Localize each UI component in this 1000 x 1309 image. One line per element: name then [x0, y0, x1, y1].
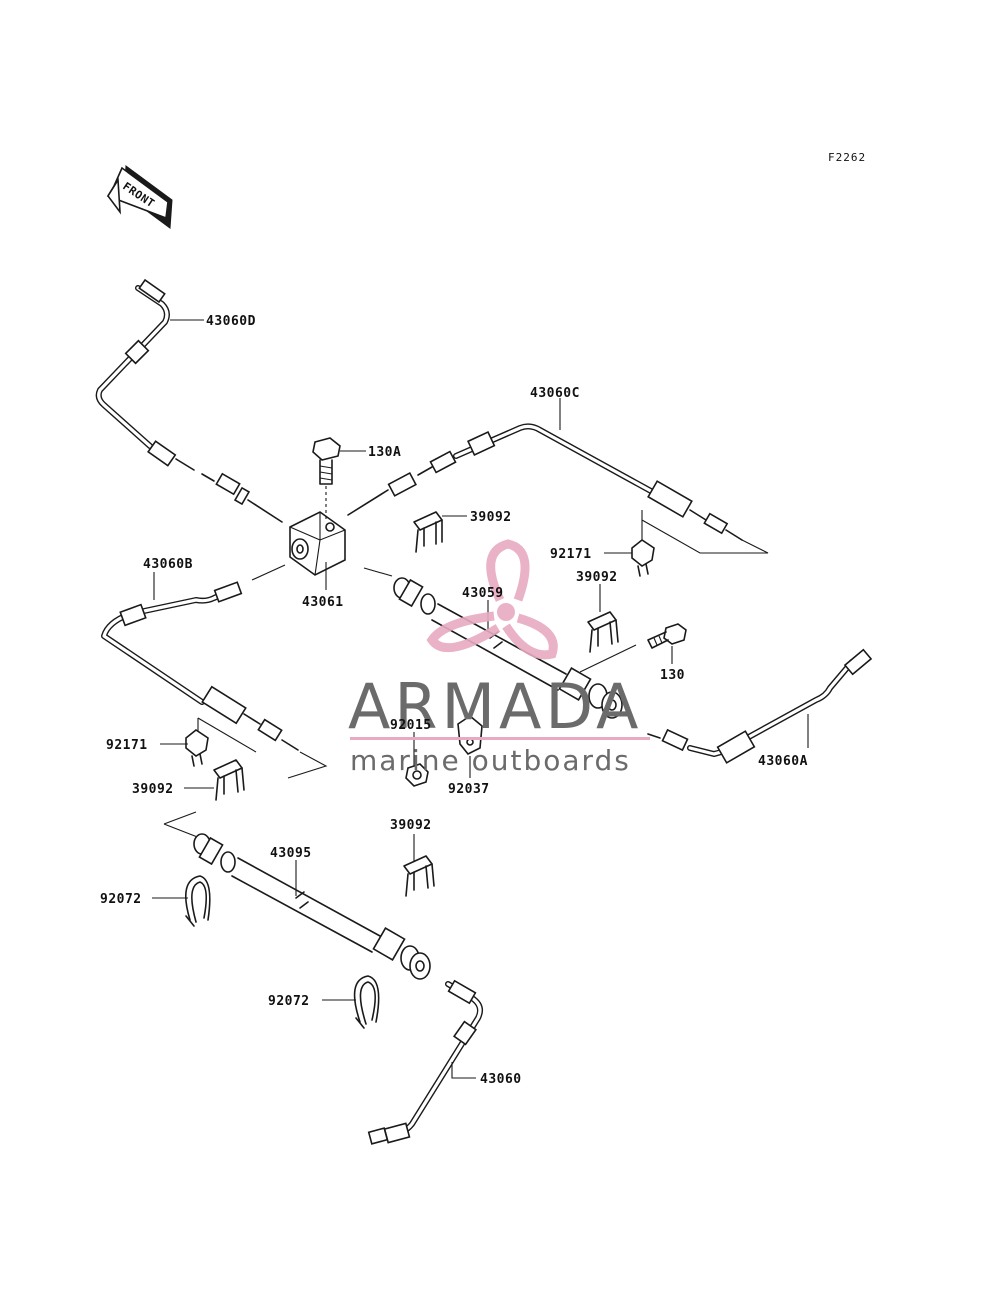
label-92015[interactable]: 92015	[390, 718, 432, 733]
clamp-92171-right[interactable]	[631, 510, 655, 577]
label-43059[interactable]: 43059	[462, 586, 504, 601]
watermark-brand: ARMADA	[348, 670, 642, 743]
label-39092-lower[interactable]: 39092	[390, 818, 432, 833]
label-92171-left[interactable]: 92171	[106, 738, 148, 753]
watermark-tagline: marine outboards	[350, 744, 631, 777]
steering-cable-43060[interactable]	[367, 979, 483, 1145]
steering-cable-43060a[interactable]	[647, 648, 873, 764]
label-39092-right[interactable]: 39092	[576, 570, 618, 585]
cable-joint-43059[interactable]	[393, 577, 623, 719]
label-43061[interactable]: 43061	[302, 595, 344, 610]
clip-39092-right[interactable]	[587, 611, 619, 653]
steering-cable-43060c[interactable]	[347, 423, 743, 541]
propeller-logo-icon	[426, 539, 558, 660]
clip-39092-left[interactable]	[213, 759, 245, 801]
bolt-130a[interactable]	[312, 437, 341, 520]
label-39092-left[interactable]: 39092	[132, 782, 174, 797]
label-92171-right[interactable]: 92171	[550, 547, 592, 562]
clip-39092-upper[interactable]	[413, 511, 443, 553]
clip-39092-lower[interactable]	[403, 855, 435, 897]
clamp-92171-left[interactable]	[185, 729, 209, 767]
label-92037[interactable]: 92037	[448, 782, 490, 797]
assembly-guide-lines	[163, 519, 769, 839]
label-43060[interactable]: 43060	[480, 1072, 522, 1087]
cable-joint-43061[interactable]	[289, 511, 346, 576]
nut-92015[interactable]	[405, 763, 429, 787]
clamp-92037[interactable]	[457, 715, 483, 756]
band-92072-left[interactable]	[184, 875, 211, 927]
label-130[interactable]: 130	[660, 668, 685, 683]
label-92072-left[interactable]: 92072	[100, 892, 142, 907]
label-92072-lower[interactable]: 92072	[268, 994, 310, 1009]
band-92072-lower[interactable]	[353, 975, 380, 1029]
label-43095[interactable]: 43095	[270, 846, 312, 861]
leader-lines	[152, 319, 809, 1079]
cable-joint-43095[interactable]	[193, 833, 431, 980]
label-43060b[interactable]: 43060B	[143, 557, 193, 572]
steering-cable-43060b[interactable]	[101, 581, 299, 751]
label-43060a[interactable]: 43060A	[758, 754, 808, 769]
label-39092-upper[interactable]: 39092	[470, 510, 512, 525]
label-130a[interactable]: 130A	[368, 445, 401, 460]
figure-code: F2262	[828, 151, 866, 164]
label-43060d[interactable]: 43060D	[206, 314, 256, 329]
bolt-130[interactable]	[647, 623, 687, 649]
part-labels: 43060D 43060C 43060B 43060A 43060 130A 1…	[100, 314, 808, 1087]
label-43060c[interactable]: 43060C	[530, 386, 580, 401]
steering-cable-43060d[interactable]	[95, 278, 283, 523]
watermark-underline	[350, 737, 650, 740]
front-direction-arrow-icon: FRONT	[106, 165, 173, 229]
